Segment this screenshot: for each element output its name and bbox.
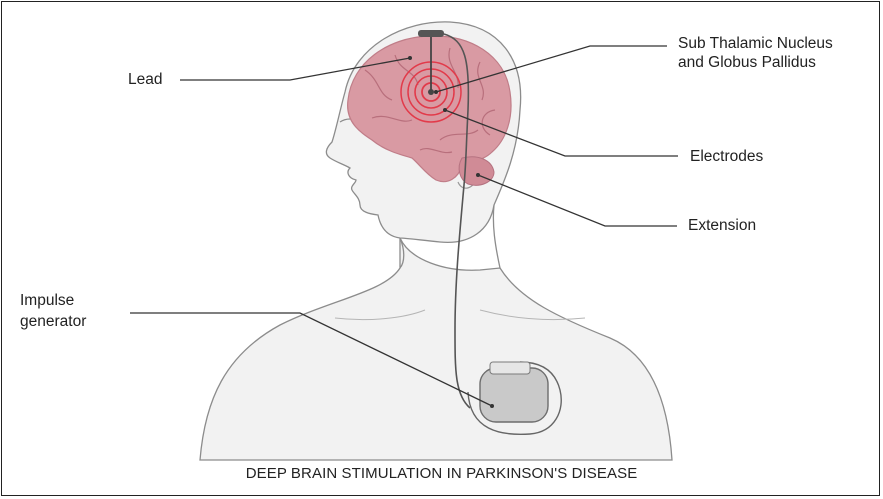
electrode-tip	[428, 89, 434, 95]
label-generator-line1: Impulse	[20, 291, 74, 310]
label-extension: Extension	[688, 216, 756, 235]
burr-hole-cap	[418, 30, 444, 37]
label-generator-line2: generator	[20, 312, 86, 331]
label-target-line1: Sub Thalamic Nucleus	[678, 34, 833, 53]
label-lead: Lead	[128, 70, 162, 89]
generator-header	[490, 362, 530, 374]
label-target-line2: and Globus Pallidus	[678, 53, 816, 72]
impulse-generator-device	[480, 368, 548, 422]
torso-outline	[200, 238, 672, 460]
figure-caption: DEEP BRAIN STIMULATION IN PARKINSON'S DI…	[0, 465, 883, 482]
label-electrodes: Electrodes	[690, 147, 763, 166]
callout-extension	[478, 175, 677, 226]
